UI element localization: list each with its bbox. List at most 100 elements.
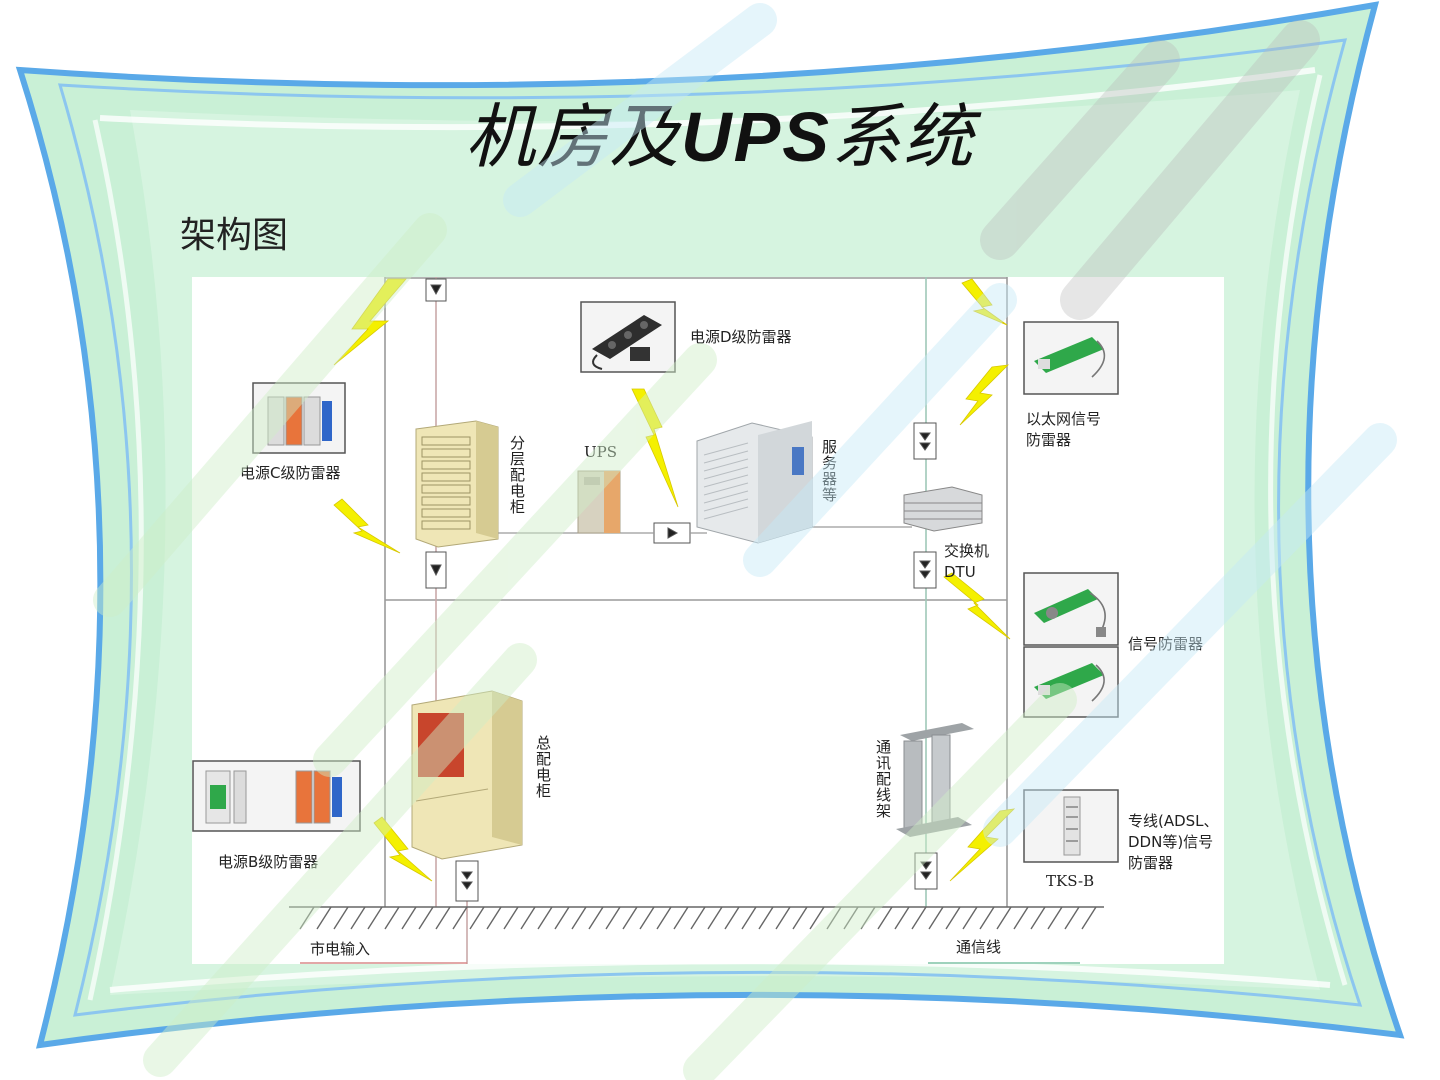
ground-hatch-stroke (673, 906, 689, 930)
server-vents (703, 442, 749, 520)
title-suffix: 系统 (830, 96, 975, 178)
mains-input-label: 市电输入 (310, 940, 371, 958)
ground-hatch-stroke (452, 906, 468, 930)
architecture-diagram: 电源D级防雷器 电源C级防雷器 电源B级防雷器 分层配电柜 UPS 服务器等 交… (192, 277, 1224, 964)
lightning-bolts (333, 278, 1016, 882)
cabinet-slot (421, 496, 471, 506)
signal-spd-device-top (1023, 572, 1119, 646)
ground-hatch-stroke (401, 906, 417, 930)
lightning-bolt (631, 388, 679, 508)
ground-hatch-stroke (707, 906, 723, 930)
server-vent-line (703, 466, 749, 480)
ground-hatch-stroke (741, 906, 757, 930)
title-prefix: 机房及 (465, 96, 682, 178)
ground-hatch-stroke (826, 906, 842, 930)
ground-hatch-stroke (945, 906, 961, 930)
power-d-spd-label: 电源D级防雷器 (690, 328, 792, 346)
power-b-spd-label: 电源B级防雷器 (218, 853, 319, 871)
ground-hatch-stroke (656, 906, 672, 930)
cabinet-slot (421, 460, 471, 470)
floor-cabinet-device (415, 420, 499, 548)
lightning-bolt (333, 278, 407, 366)
ground-hatch-stroke (962, 906, 978, 930)
spd-marker-comm-frame (914, 852, 938, 890)
ethernet-spd-label: 以太网信号 防雷器 (1026, 410, 1102, 449)
ground-hatch-stroke (384, 906, 400, 930)
power-c-spd-device (252, 382, 346, 454)
ground-hatch-stroke (435, 906, 451, 930)
spd-marker-main-cabinet (455, 860, 479, 902)
ups-label: UPS (584, 443, 618, 461)
ground-hatch-stroke (418, 906, 434, 930)
ground-hatch-stroke (877, 906, 893, 930)
comm-frame-device (896, 723, 974, 837)
switch-dtu-label: 交换机 DTU (944, 542, 990, 581)
frame-outline-outer (15, 1, 1405, 1049)
ground-hatch-stroke (775, 906, 791, 930)
lightning-bolt (949, 808, 1016, 882)
ground-hatch-stroke (758, 906, 774, 930)
ground-hatch-stroke (1081, 906, 1097, 930)
page-title: 机房及UPS系统 (0, 92, 1440, 182)
ground-hatch-stroke (622, 906, 638, 930)
ground-hatch-stroke (996, 906, 1012, 930)
server-vent-line (703, 442, 749, 456)
lightning-bolt (961, 278, 1008, 326)
lightning-bolt (373, 816, 433, 882)
leased-line-spd-label: 专线(ADSL、 DDN等)信号 防雷器 (1128, 812, 1219, 872)
ground-hatch-stroke (894, 906, 910, 930)
spd-marker-top-power (425, 278, 447, 302)
ground-hatch-stroke (860, 906, 876, 930)
cabinet-slot (421, 484, 471, 494)
ground-hatch-stroke (520, 906, 536, 930)
ground-hatch-stroke (639, 906, 655, 930)
spd-markers (425, 278, 938, 902)
ground-hatch-stroke (350, 906, 366, 930)
server-vent-line (703, 498, 749, 512)
server-vent-line (703, 490, 749, 504)
ground-hatch-stroke (299, 906, 315, 930)
server-vent-line (703, 474, 749, 488)
ground-hatch-stroke (1047, 906, 1063, 930)
cabinet-slot (421, 508, 471, 518)
ground-hatch-stroke (1030, 906, 1046, 930)
title-latin: UPS (681, 98, 831, 176)
frame-right-swoosh (1268, 74, 1348, 986)
spd-marker-floor-power (425, 551, 447, 589)
cabinet-slots (421, 436, 471, 530)
ground-hatch-stroke (724, 906, 740, 930)
spd-marker-comm-floor (913, 551, 937, 589)
floor-cabinet-label: 分层配电柜 (508, 435, 526, 515)
ground-hatch-stroke (979, 906, 995, 930)
ups-device (577, 470, 621, 534)
ground-hatch-stroke (588, 906, 604, 930)
power-c-spd-label: 电源C级防雷器 (240, 464, 341, 482)
ground-hatch-stroke (333, 906, 349, 930)
building-lines (384, 277, 1008, 964)
lightning-bolt (943, 572, 1011, 640)
lightning-bolt (333, 498, 401, 554)
server-vent-line (703, 458, 749, 472)
ground-hatch-stroke (690, 906, 706, 930)
spd-marker-ups-out (653, 522, 691, 544)
server-vent-line (703, 450, 749, 464)
ground-line (289, 906, 1104, 930)
ground-hatch-stroke (911, 906, 927, 930)
ground-hatch-stroke (928, 906, 944, 930)
servers-device (696, 421, 813, 544)
ground-hatch-stroke (503, 906, 519, 930)
frame-left-swoosh (87, 119, 144, 1001)
switch-device (903, 486, 983, 532)
signal-spd-label: 信号防雷器 (1128, 635, 1204, 653)
power-b-spd-device (192, 760, 361, 832)
server-vent-line (703, 506, 749, 520)
frame-top-swoosh (99, 67, 1316, 131)
ground-hatch-stroke (486, 906, 502, 930)
cabinet-slot (421, 436, 471, 446)
ground-hatch-stroke (571, 906, 587, 930)
tks-b-label: TKS-B (1046, 872, 1095, 890)
ground-hatch-stroke (316, 906, 332, 930)
ground-hatch (299, 906, 1097, 930)
servers-label: 服务器等 (820, 439, 838, 503)
lightning-bolt (959, 364, 1010, 426)
